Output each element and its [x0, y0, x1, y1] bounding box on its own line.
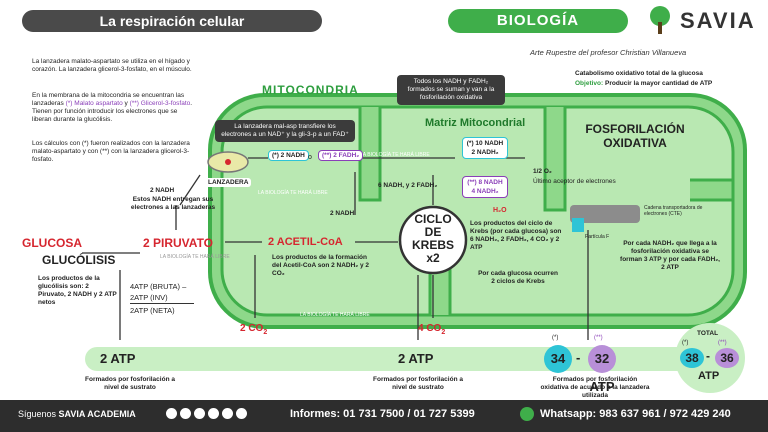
n38-badge: 38: [680, 348, 704, 368]
atp-note-3: Formados por fosforilación oxidativa de …: [540, 376, 650, 399]
label-lanzadera: LANZADERA: [205, 178, 252, 187]
total-dash: -: [706, 349, 710, 363]
label-acetil-coa: 2 ACETIL-CoA: [268, 236, 343, 248]
entry-text: Estos NADH entregan sus electrones a las…: [130, 196, 216, 211]
atp-bruta: 4ATP (BRUTA) –: [130, 282, 187, 291]
watermark-2: LA BIOLOGÍA TE HARÁ LIBRE: [360, 152, 430, 158]
oxygen-text: Último aceptor de electrones: [533, 178, 616, 185]
atp-note-2: Formados por fosforilación a nivel de su…: [373, 376, 463, 391]
glucolisis-note: Los productos de la glucólisis son: 2 Pi…: [38, 275, 117, 306]
nadh-info-box: Todos los NADH y FADH₂ formados se suman…: [397, 75, 505, 105]
krebs-note-2: Por cada glucosa ocurren 2 ciclos de Kre…: [478, 270, 558, 285]
label-fosforilacion: FOSFORILACIÓN OXIDATIVA: [585, 122, 685, 150]
atp-neta: 2ATP (NETA): [130, 306, 175, 315]
label-glucolisis: GLUCÓLISIS: [42, 253, 116, 267]
note2c: y: [122, 100, 130, 107]
watermark-1: LA BIOLOGÍA TE HARÁ LIBRE: [258, 190, 328, 196]
atp-total-1: 2 ATP: [100, 351, 136, 366]
label-piruvato: 2 PIRUVATO: [143, 236, 214, 250]
nadh-entry: 2 NADH: [150, 187, 175, 194]
crista-4: [690, 178, 735, 202]
label-matriz: Matriz Mitocondrial: [425, 117, 526, 129]
atp-total-2: 2 ATP: [398, 351, 434, 366]
web-icon[interactable]: [208, 408, 219, 419]
watermark-3: LA BIOLOGÍA TE HARÁ LIBRE: [160, 254, 230, 260]
krebs-circle: [398, 205, 468, 275]
social-icons: [166, 408, 247, 419]
arrow-to-lanzadera: [179, 174, 201, 206]
note2d: (**) Glicerol-3-fosfato: [129, 100, 191, 107]
informes-text: Informes: 01 731 7500 / 01 727 5399: [290, 408, 475, 420]
note-lanzaderas-uso: La lanzadera malato-aspartato se utiliza…: [32, 58, 192, 73]
note2e: . Tienen por función introducir los elec…: [32, 100, 193, 123]
n34-badge: 34: [544, 345, 572, 373]
page-title: La respiración celular: [22, 10, 322, 32]
total-atp: ATP: [698, 370, 720, 382]
subject-badge: BIOLOGÍA: [448, 9, 628, 33]
label-co2-left: 2 CO2: [240, 323, 268, 336]
pinterest-icon[interactable]: [222, 408, 233, 419]
dash: -: [576, 350, 581, 365]
atp-note-1: Formados por fosforilación a nivel de su…: [85, 376, 175, 391]
tiktok-icon[interactable]: [236, 408, 247, 419]
note2a: En la membrana de la mitocondria se encu…: [32, 92, 185, 107]
note2b: (*) Malato aspartato: [65, 100, 123, 107]
author-credit: Arte Rupestre del profesor Christian Vil…: [530, 48, 687, 57]
label-glucosa: GLUCOSA: [22, 236, 82, 250]
whatsapp-text: Whatsapp: 983 637 961 / 972 429 240: [540, 408, 731, 420]
dstar-label: (**): [594, 335, 603, 341]
youtube-icon[interactable]: [166, 408, 177, 419]
oxygen: 1/2 O₂: [533, 168, 552, 175]
o-word: o: [308, 154, 312, 161]
instagram-icon[interactable]: [180, 408, 191, 419]
star-label: (*): [552, 335, 559, 341]
tree-logo-icon: [650, 6, 670, 34]
facebook-icon[interactable]: [194, 408, 205, 419]
brand-name: SAVIA: [680, 8, 756, 33]
note-lanzaderas-membrana: En la membrana de la mitocondria se encu…: [32, 92, 197, 124]
total-label: TOTAL: [697, 330, 719, 337]
nadh-mito: 2 NADH: [330, 210, 355, 217]
catabolismo-text: Catabolismo oxidativo total de la glucos…: [575, 70, 703, 77]
krebs-note: Los productos del ciclo de Krebs (por ca…: [470, 220, 562, 251]
n32-atp: 32 ATP: [588, 345, 652, 394]
total-circle: [675, 323, 745, 393]
n36-badge: 36: [715, 348, 739, 368]
nadh-star-pill: (*) 2 NADH: [268, 150, 309, 161]
water: H₂O: [493, 207, 507, 214]
nadh-atp-note: Por cada NADH₂ que llega a la fosforilac…: [620, 240, 720, 271]
particula-label: Partícula F: [585, 234, 610, 240]
total-dstar: (**): [718, 340, 727, 346]
crista-3: [543, 107, 567, 212]
label-co2-right: 4 CO2: [418, 323, 446, 336]
cte-bar: [570, 205, 640, 223]
acetil-note: Los productos de la formación del Acetil…: [272, 254, 370, 277]
objetivo-text: Objetivo: Producir la mayor cantidad de …: [575, 80, 713, 87]
atp-inv: 2ATP (INV): [130, 293, 168, 302]
note-calculos: Los cálculos con (*) fueron realizados c…: [32, 140, 190, 163]
particula-f: [572, 218, 584, 232]
follow-text: Síguenos SAVIA ACADEMIA: [18, 409, 136, 419]
whatsapp-icon[interactable]: [520, 407, 534, 421]
fadh-star-pill: (**) 2 FADH₂: [318, 150, 364, 161]
cte-label: Cadena transportadora de electrones (CTE…: [644, 205, 703, 217]
watermark-4: LA BIOLOGÍA TE HARÁ LIBRE: [300, 312, 370, 318]
footer-bar: Síguenos SAVIA ACADEMIA Informes: 01 731…: [0, 400, 768, 432]
label-mitocondria: MITOCONDRIA: [262, 83, 359, 97]
krebs-out: 6 NADH, y 2 FADH₂: [378, 182, 438, 189]
total-star: (*): [682, 340, 689, 346]
lanzadera-info-box: La lanzadera mal-asp transfiere los elec…: [215, 120, 355, 142]
label-ciclo-krebs: CICLO DE KREBS x2: [411, 212, 454, 265]
